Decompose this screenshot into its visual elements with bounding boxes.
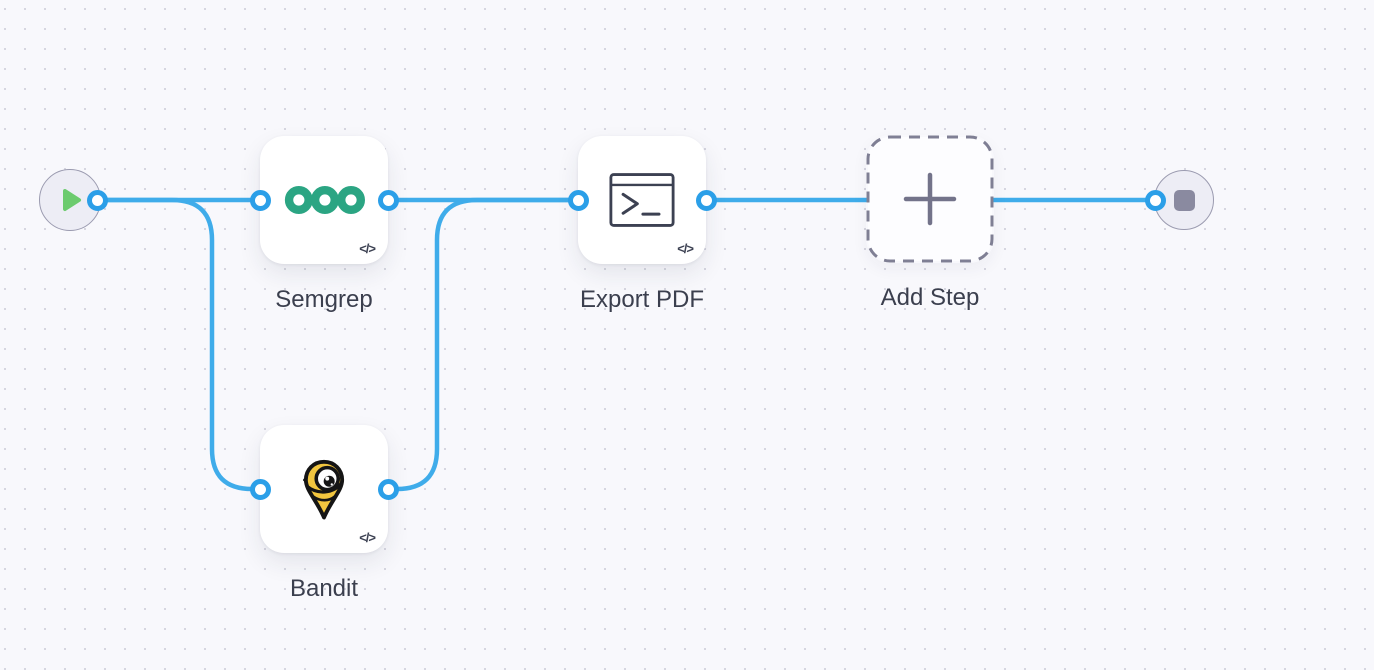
node-label-bandit: Bandit <box>289 575 359 602</box>
code-icon: </> <box>677 241 694 256</box>
end-node[interactable] <box>1154 170 1214 230</box>
port-start-output[interactable] <box>86 189 108 211</box>
terminal-icon <box>609 173 675 227</box>
node-label-add-step: Add Step <box>880 284 980 311</box>
bandit-logo-icon <box>303 459 345 520</box>
stop-icon <box>1173 189 1195 211</box>
port-bandit-output[interactable] <box>377 478 399 500</box>
node-label-export-pdf: Export PDF <box>579 286 705 313</box>
port-bandit-input[interactable] <box>249 478 271 500</box>
port-semgrep-output[interactable] <box>377 189 399 211</box>
code-icon: </> <box>359 530 376 545</box>
node-semgrep[interactable]: </> <box>260 136 388 264</box>
node-bandit[interactable]: </> <box>260 425 388 553</box>
add-step-button[interactable] <box>866 135 994 263</box>
play-icon <box>63 189 81 211</box>
port-export-pdf-output[interactable] <box>695 189 717 211</box>
edge-start-to-bandit <box>94 197 263 492</box>
code-icon: </> <box>359 241 376 256</box>
port-export-pdf-input[interactable] <box>567 189 589 211</box>
plus-icon <box>903 172 957 226</box>
dashed-placeholder-outline <box>866 135 994 263</box>
port-end-input[interactable] <box>1144 189 1166 211</box>
semgrep-logo-icon <box>284 186 365 214</box>
node-export-pdf[interactable]: </> <box>578 136 706 264</box>
edge-bandit-to-export <box>385 197 581 492</box>
port-semgrep-input[interactable] <box>249 189 271 211</box>
node-label-semgrep: Semgrep <box>275 286 373 313</box>
